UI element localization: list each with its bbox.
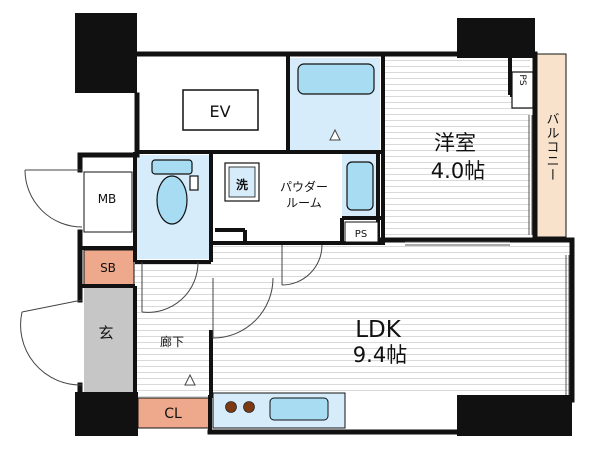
balcony-floor	[535, 53, 567, 238]
vanity-sink-icon	[346, 161, 374, 211]
western-room-size: 4.0帖	[431, 159, 485, 183]
entrance-floor	[84, 287, 134, 392]
stove-burner-left	[225, 401, 237, 413]
windows	[405, 115, 570, 395]
western-room-name: 洋室	[434, 131, 476, 155]
washer-label: 洗	[236, 177, 248, 192]
entrance-label: 玄	[98, 324, 113, 342]
column-bottom-right	[457, 395, 572, 436]
corridor-floor	[134, 262, 214, 398]
ev-label: EV	[209, 102, 230, 121]
column-top-right	[457, 18, 535, 58]
powder-room-line2: ルーム	[286, 196, 322, 210]
doors	[20, 128, 341, 386]
ps-bottom-box	[344, 221, 379, 243]
closet-label: CL	[164, 406, 182, 422]
mb-label: MB	[98, 192, 117, 206]
walls	[77, 51, 575, 435]
ps-bottom-label: PS	[355, 229, 367, 240]
powder-room-line1: パウダー	[280, 179, 328, 194]
ldk-name: LDK	[355, 317, 402, 343]
ldk-floor	[213, 243, 570, 395]
bathtub-icon	[297, 63, 375, 95]
column-top-left	[75, 13, 137, 93]
toilet-icon	[151, 159, 199, 225]
washer-inner	[228, 166, 256, 198]
kitchen-sink-icon	[269, 397, 329, 421]
western-room-floor	[385, 58, 530, 238]
closet-cabinet	[137, 397, 211, 429]
stove-burner-right	[243, 401, 255, 413]
sb-label: SB	[100, 261, 116, 275]
mb-box	[83, 171, 133, 233]
corridor-label: 廊下	[160, 334, 184, 349]
ps-top-label: PS	[517, 74, 527, 85]
ev-box	[182, 89, 259, 131]
sb-cabinet	[83, 249, 135, 287]
ldk-size: 9.4帖	[353, 343, 407, 367]
ps-top-box	[511, 71, 534, 109]
balcony-label: バルコニー	[544, 112, 560, 182]
column-bottom-left	[75, 392, 138, 436]
